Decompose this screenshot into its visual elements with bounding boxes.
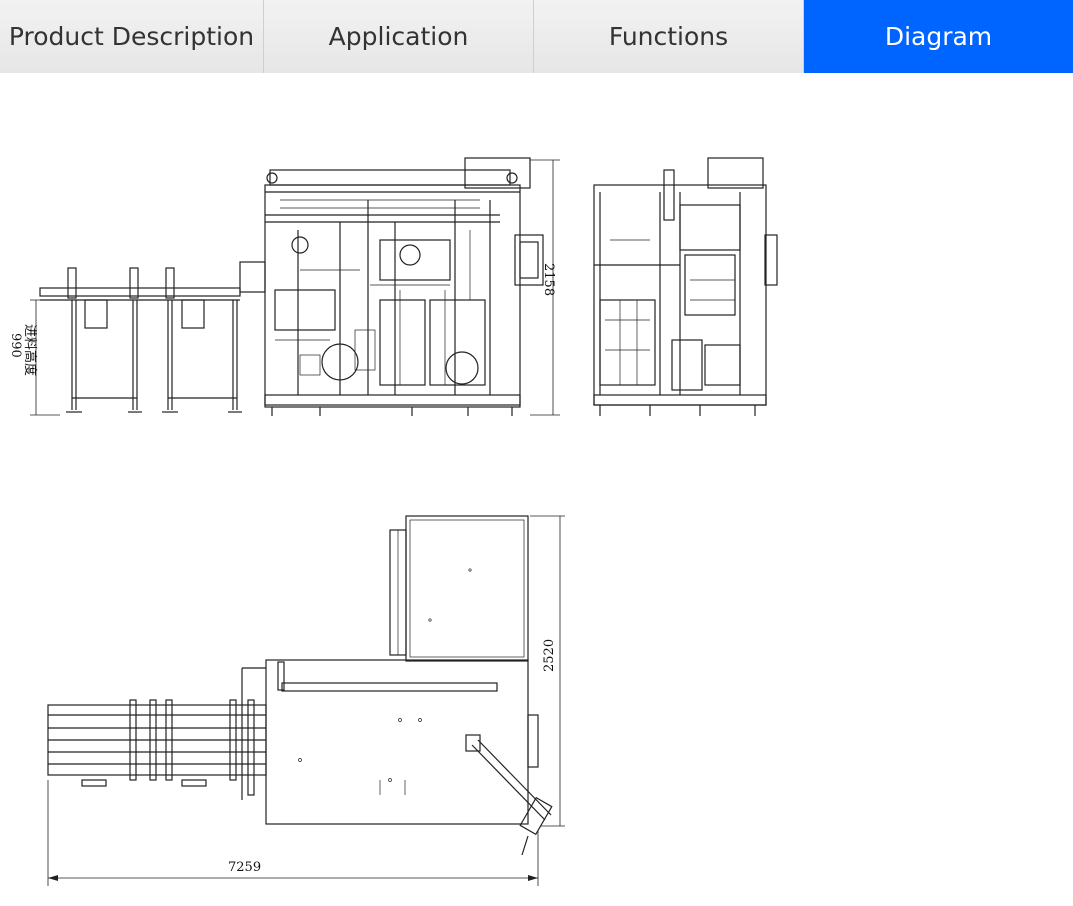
tab-bar: Product Description Application Function… [0,0,1073,73]
tab-product-description[interactable]: Product Description [0,0,264,73]
tab-functions[interactable]: Functions [534,0,804,73]
tab-diagram[interactable]: Diagram [804,0,1073,73]
side-elevation-view [593,157,778,416]
plan-view: 2520 7259 [47,515,565,886]
length-dimension: 7259 [228,860,261,875]
width-dimension: 2520 [542,639,557,672]
feed-height-label: 进料高度 [22,324,38,376]
feed-height-dimension: 990 [8,333,23,358]
front-elevation-view: 2158 990 进料高度 [8,157,560,416]
height-dimension: 2158 [541,263,556,296]
machine-diagram: 2158 990 进料高度 [8,157,778,886]
tab-application[interactable]: Application [264,0,534,73]
